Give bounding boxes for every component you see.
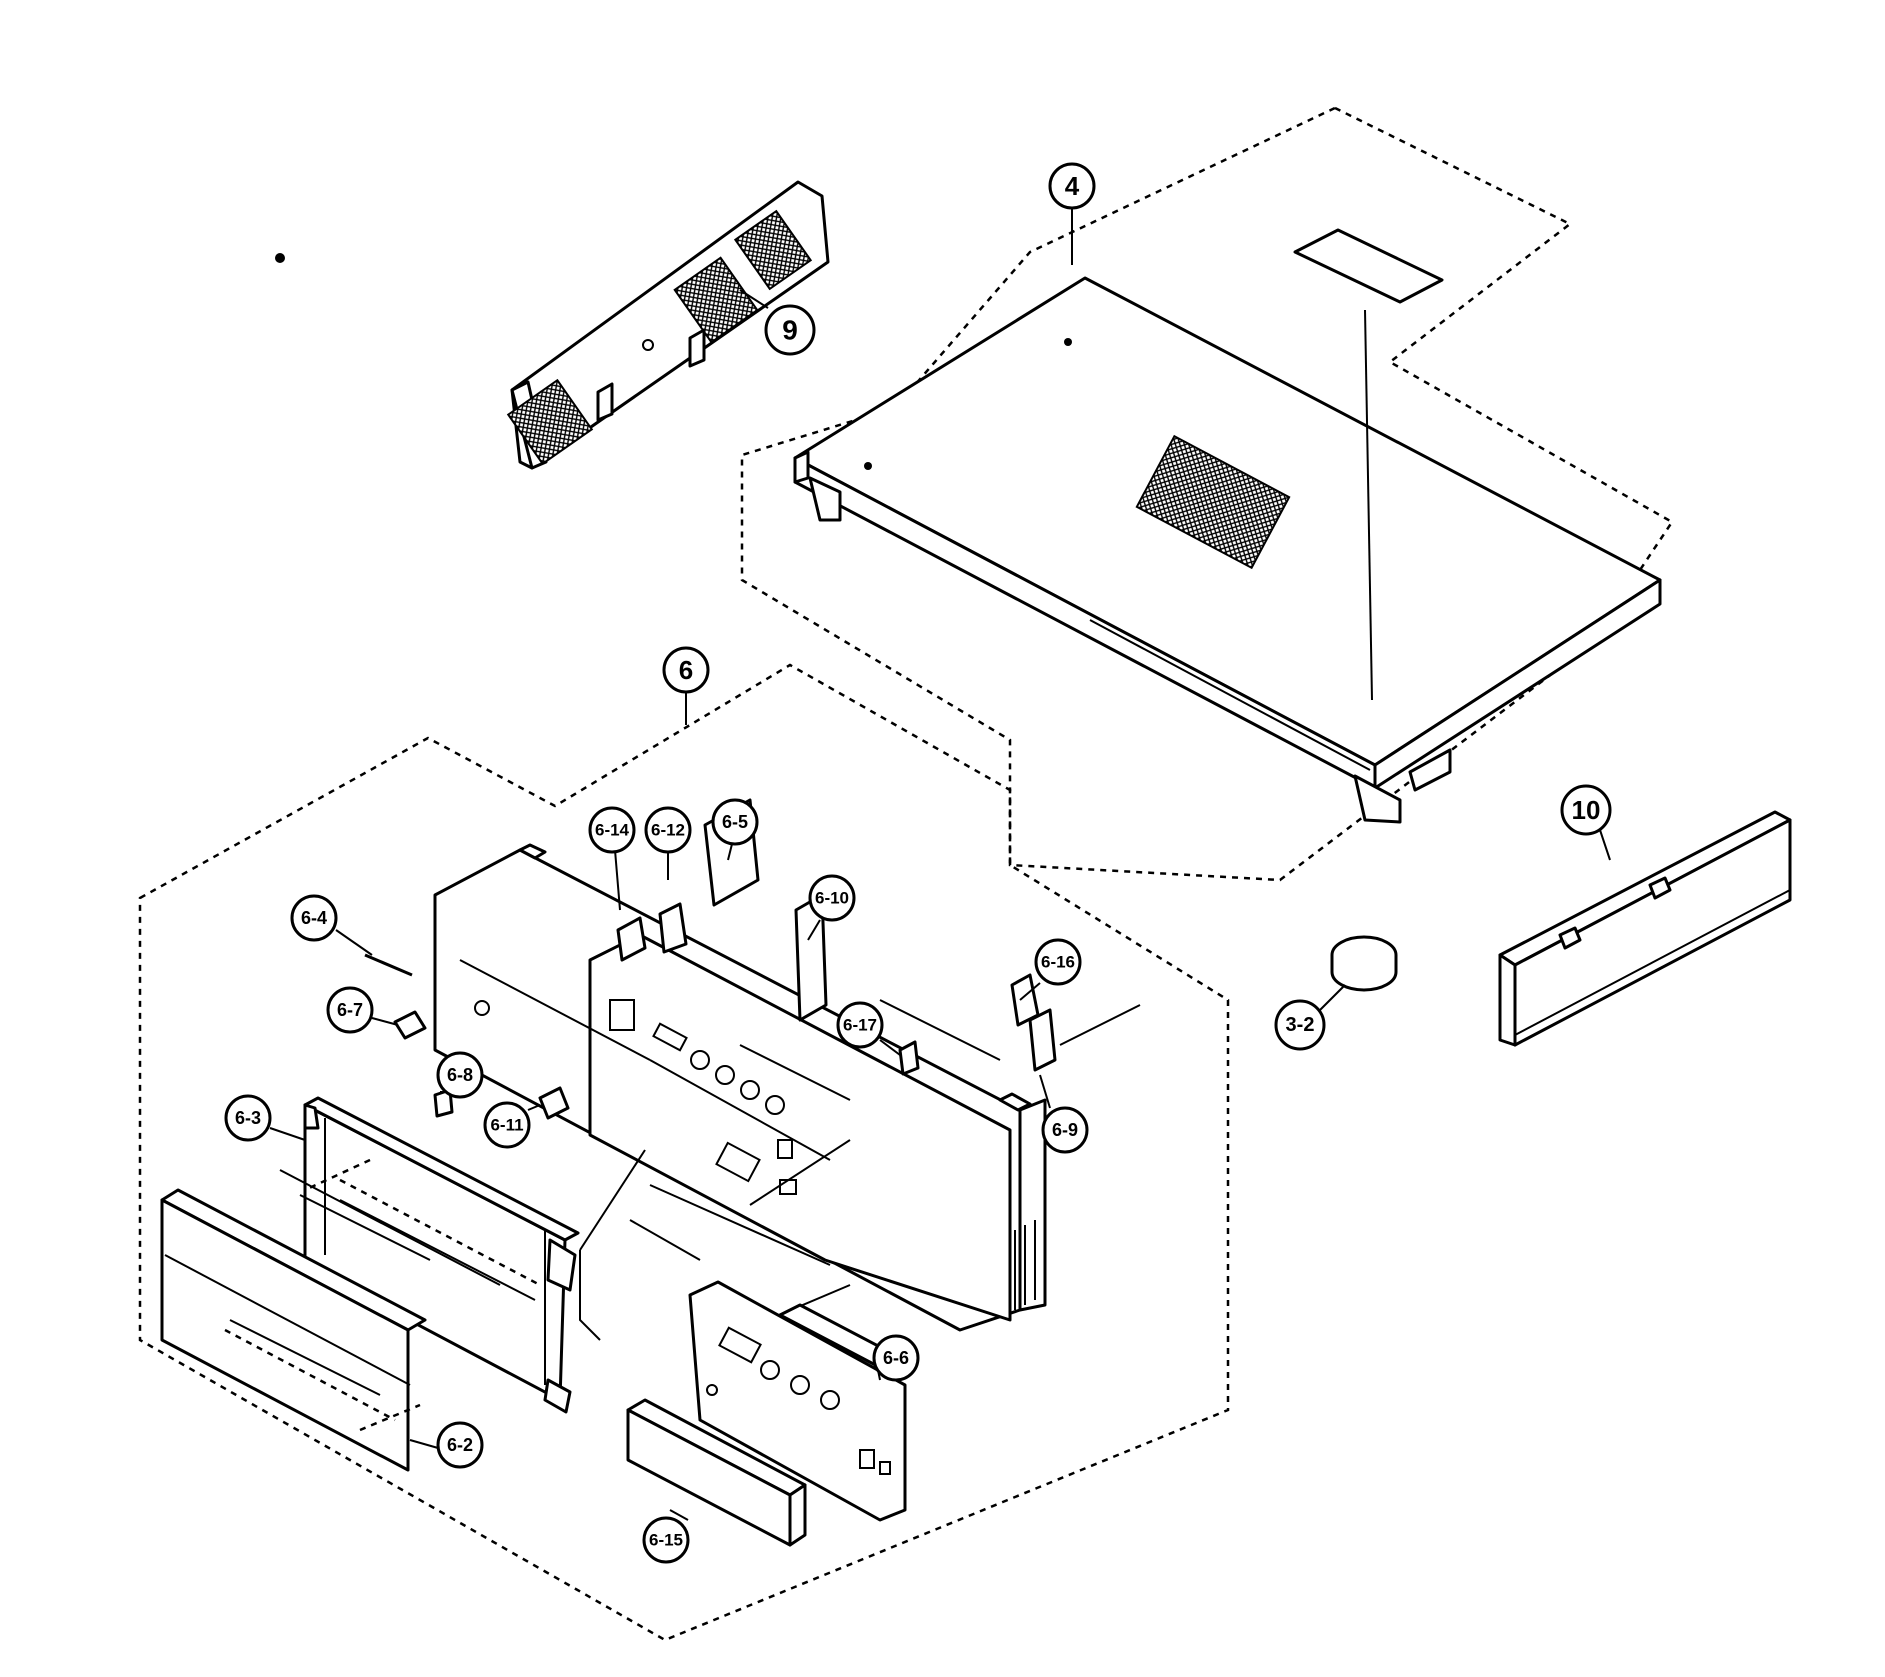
door-inner [303, 1096, 580, 1414]
callout-6-4 [290, 894, 338, 942]
callout-6-2-label: 6-2 [447, 1435, 473, 1455]
callout-6-9 [1041, 1106, 1089, 1154]
callout-6-2 [436, 1421, 484, 1469]
callout-6-7-label: 6-7 [337, 1000, 363, 1020]
callout-10 [1560, 784, 1612, 836]
callout-6-16 [1034, 938, 1082, 986]
callout-6-10 [808, 874, 856, 922]
callout-6-11 [483, 1101, 531, 1149]
callout-3-2-label: 3-2 [1286, 1014, 1315, 1036]
callout-6-12 [644, 806, 692, 854]
label-plate [1293, 228, 1444, 304]
callout-6-17-label: 6-17 [843, 1016, 877, 1035]
callout-6-15-label: 6-15 [649, 1531, 683, 1550]
foot [1330, 935, 1398, 992]
callout-6-7 [326, 986, 374, 1034]
callout-4-label: 4 [1065, 171, 1080, 201]
rear-bracket [275, 180, 830, 470]
callout-3-2 [1274, 999, 1326, 1051]
door-outer [160, 1169, 501, 1472]
callout-6-3-label: 6-3 [235, 1108, 261, 1128]
callout-6-14 [588, 806, 636, 854]
callout-6-8 [436, 1051, 484, 1099]
callout-6-17 [836, 1001, 884, 1049]
bottom-cap [626, 1398, 807, 1547]
callout-6-5 [711, 798, 759, 846]
callout-6-15 [642, 1516, 690, 1564]
callout-6-3 [224, 1094, 272, 1142]
callout-6-5-label: 6-5 [722, 812, 748, 832]
callout-6 [662, 646, 710, 694]
callout-6-14-label: 6-14 [595, 821, 630, 840]
callout-6-11-label: 6-11 [490, 1116, 523, 1135]
callout-4 [1048, 162, 1096, 210]
vent-grille [1135, 434, 1291, 570]
callout-9 [764, 304, 816, 356]
callout-6-4-label: 6-4 [301, 908, 327, 928]
callout-6-9-label: 6-9 [1052, 1120, 1078, 1140]
callout-6-6-label: 6-6 [883, 1348, 909, 1368]
callout-6-16-label: 6-16 [1041, 953, 1075, 972]
callout-10-label: 10 [1572, 795, 1601, 825]
callout-6-label: 6 [679, 655, 693, 685]
callout-6-8-label: 6-8 [447, 1065, 473, 1085]
callout-6-12-label: 6-12 [651, 821, 685, 840]
front-chassis [433, 843, 1047, 1332]
callout-6-6 [872, 1334, 920, 1382]
top-cover [793, 228, 1662, 824]
callout-6-10-label: 6-10 [815, 889, 849, 908]
front-panel-group-outline [138, 663, 1230, 1642]
callout-9-label: 9 [782, 315, 798, 346]
side-cap [1498, 810, 1792, 1047]
